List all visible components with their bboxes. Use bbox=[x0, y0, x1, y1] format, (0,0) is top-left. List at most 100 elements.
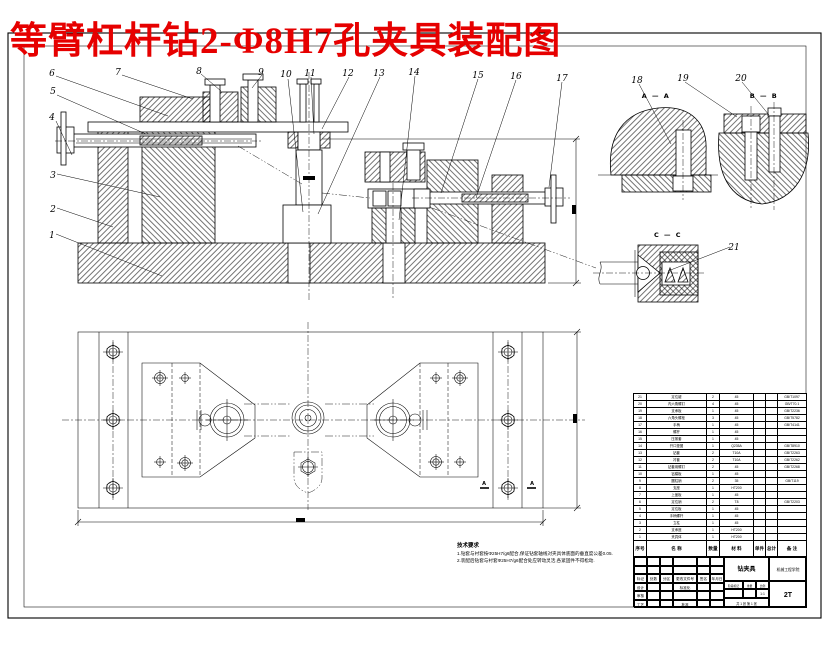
callout-14: 14 bbox=[408, 68, 420, 78]
tb-sheets: 共 1 张 第 1 张 bbox=[724, 598, 769, 608]
tb-grid-cell bbox=[634, 565, 647, 574]
callout-18: 18 bbox=[631, 76, 643, 86]
callout-21: 21 bbox=[727, 243, 739, 253]
tb-grid-cell: 标记 bbox=[634, 574, 647, 583]
tb-grid: 标记处数分区更改文件号签名年月日设计标准化审核工艺批准 bbox=[634, 557, 724, 608]
callout-5: 5 bbox=[50, 87, 56, 97]
title-block: 标记处数分区更改文件号签名年月日设计标准化审核工艺批准 钻夹具 阶段标记 重量 … bbox=[633, 556, 807, 608]
column-base bbox=[282, 204, 332, 244]
tb-grid-cell bbox=[673, 565, 697, 574]
tb-weight-label: 重量 bbox=[743, 581, 756, 589]
center-block bbox=[141, 130, 216, 244]
callout-20: 20 bbox=[734, 74, 747, 84]
callout-10: 10 bbox=[280, 70, 292, 80]
callout-3: 3 bbox=[50, 171, 56, 181]
callout-numbers: 1 2 3 4 5 6 7 8 9 10 11 12 13 14 15 16 1… bbox=[48, 67, 747, 253]
tb-company: 机械工程学院 bbox=[769, 557, 807, 581]
tb-grid-cell: 批准 bbox=[673, 599, 697, 608]
tb-stage-label: 阶段标记 bbox=[724, 581, 743, 589]
cut-mark-a-left: A bbox=[482, 481, 486, 487]
tb-grid-cell: 分区 bbox=[660, 574, 673, 583]
page-title: 等臂杠杆钻2-Φ8H7孔夹具装配图 bbox=[10, 21, 562, 62]
tb-grid-cell bbox=[660, 582, 673, 591]
tb-grid-cell: 处数 bbox=[647, 574, 660, 583]
section-cc-view: C — C bbox=[593, 231, 705, 303]
tb-scale-value: 1:1 bbox=[756, 589, 769, 598]
callout-4: 4 bbox=[48, 113, 55, 123]
main-section-view bbox=[55, 72, 597, 300]
tb-grid-cell bbox=[710, 557, 724, 566]
aa-boss bbox=[609, 107, 707, 176]
tb-grid-cell: 更改文件号 bbox=[673, 574, 697, 583]
tb-grid-cell: 审核 bbox=[634, 591, 647, 600]
tb-grid-cell bbox=[647, 591, 660, 600]
callout-12: 12 bbox=[342, 69, 354, 79]
tb-grid-cell bbox=[634, 557, 647, 566]
callout-15: 15 bbox=[472, 71, 484, 81]
tb-scale-label: 比例 bbox=[756, 581, 769, 589]
callout-16: 16 bbox=[510, 72, 522, 82]
tb-grid-cell bbox=[697, 557, 710, 566]
tb-grid-cell bbox=[660, 557, 673, 566]
callout-7: 7 bbox=[115, 68, 121, 78]
right-column bbox=[491, 174, 524, 244]
right-handle bbox=[550, 174, 557, 224]
tb-grid-cell bbox=[647, 582, 660, 591]
workpiece-phantom bbox=[237, 145, 597, 269]
top-block bbox=[139, 96, 213, 123]
tb-grid-cell bbox=[697, 582, 710, 591]
tb-grid-cell: 签名 bbox=[697, 574, 710, 583]
left-handle bbox=[60, 111, 67, 166]
tb-grid-cell bbox=[660, 599, 673, 608]
callout-leaders bbox=[55, 73, 770, 277]
section-bb-label: B — B bbox=[750, 92, 778, 100]
left-column bbox=[97, 130, 129, 244]
tb-grid-cell bbox=[673, 557, 697, 566]
callout-8: 8 bbox=[196, 67, 202, 77]
bb-boss bbox=[718, 132, 809, 205]
tb-grid-cell bbox=[710, 582, 724, 591]
lever-phantom bbox=[244, 403, 376, 437]
callout-19: 19 bbox=[677, 74, 689, 84]
sheet-frame bbox=[7, 32, 822, 619]
bom-header-row: 序号名 称数量材 料单件总计备 注 bbox=[633, 540, 807, 557]
tb-grid-cell bbox=[673, 591, 697, 600]
callout-17: 17 bbox=[556, 74, 568, 84]
tb-grid-cell bbox=[647, 565, 660, 574]
tb-grid-cell: 工艺 bbox=[634, 599, 647, 608]
callout-2: 2 bbox=[49, 205, 56, 215]
tb-grid-cell: 设计 bbox=[634, 582, 647, 591]
tb-grid-cell bbox=[710, 565, 724, 574]
cut-mark-a-right: A bbox=[530, 481, 534, 487]
tb-grid-cell bbox=[697, 599, 710, 608]
outer-border bbox=[7, 32, 822, 619]
tb-grid-cell bbox=[697, 565, 710, 574]
tb-stage-value bbox=[724, 589, 743, 598]
tb-weight-value bbox=[743, 589, 756, 598]
tb-grid-cell bbox=[697, 591, 710, 600]
section-bb-view: B — B bbox=[718, 92, 809, 210]
main-dim bbox=[548, 135, 581, 287]
callout-9: 9 bbox=[258, 68, 264, 78]
tb-grid-cell bbox=[660, 565, 673, 574]
notes-heading: 技术要求 bbox=[457, 543, 480, 549]
